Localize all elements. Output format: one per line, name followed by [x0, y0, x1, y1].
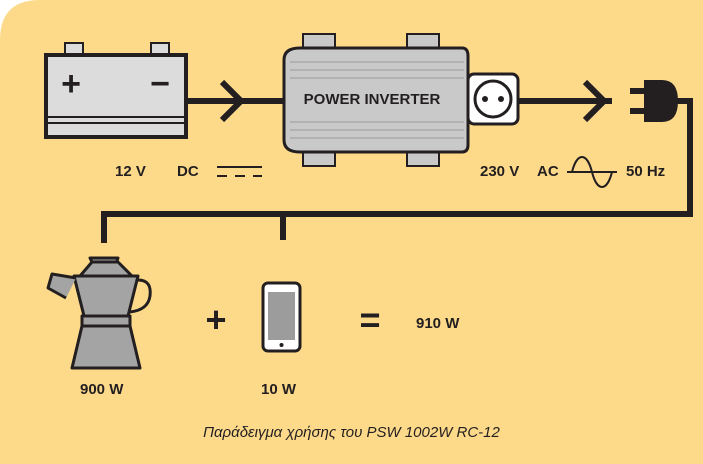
power-plug-icon [630, 80, 678, 122]
arrow-right-icon [219, 79, 246, 123]
battery-plus: + [61, 65, 81, 103]
smartphone-power: 10 W [261, 381, 297, 398]
ac-sine-icon [567, 156, 617, 188]
caption: Παράδειγμα χρήσης του PSW 1002W RC-12 [203, 424, 500, 441]
coffee-maker-power: 900 W [80, 381, 124, 398]
battery-minus: − [150, 65, 170, 103]
total-power: 910 W [416, 315, 460, 332]
output-voltage: 230 V [480, 163, 520, 180]
dc-symbol-icon [217, 166, 262, 177]
input-voltage: 12 V [115, 163, 146, 180]
plus-sign: + [205, 299, 226, 340]
battery-icon [44, 42, 188, 139]
inverter-icon [282, 33, 470, 167]
input-type: DC [177, 163, 199, 180]
arrow-right-icon [582, 79, 609, 123]
smartphone-icon [261, 281, 302, 353]
inverter-title: POWER INVERTER [303, 91, 441, 108]
power-socket-icon [466, 72, 520, 126]
output-type: AC [537, 163, 559, 180]
coffee-maker-icon [46, 256, 152, 370]
equals-sign: = [359, 299, 380, 340]
output-frequency: 50 Hz [626, 163, 666, 180]
